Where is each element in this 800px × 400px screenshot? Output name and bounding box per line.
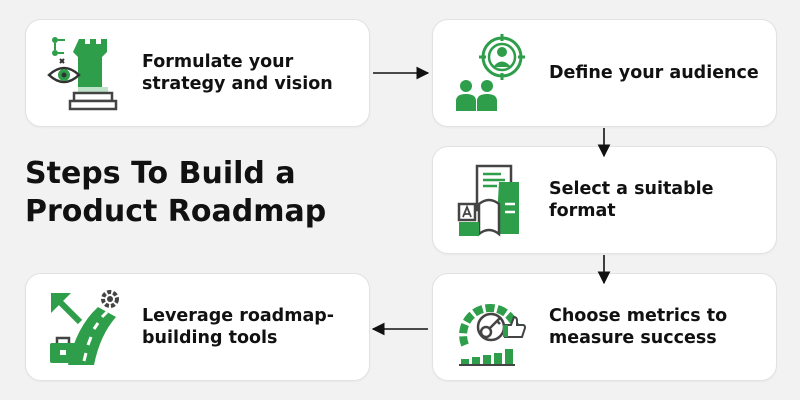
step-label-line: Define your audience	[549, 63, 759, 83]
step-label-metrics: Choose metrics to measure success	[549, 305, 764, 349]
step-card-strategy: Formulate your strategy and vision	[25, 19, 370, 127]
step-label-tools: Leverage roadmap- building tools	[142, 305, 357, 349]
chess-rook-eye-icon	[47, 37, 118, 111]
audience-target-icon	[456, 34, 525, 111]
step-card-tools: Leverage roadmap- building tools	[25, 273, 370, 381]
road-toolbox-icon	[50, 290, 119, 365]
document-format-icon	[457, 164, 519, 237]
metrics-gauge-icon	[459, 304, 527, 366]
step-label-line: Choose metrics to	[549, 306, 728, 326]
step-label-line: Select a suitable	[549, 179, 714, 199]
step-label-format: Select a suitable format	[549, 178, 764, 222]
step-label-line: measure success	[549, 328, 717, 348]
step-label-audience: Define your audience	[549, 62, 764, 84]
step-label-line: strategy and vision	[142, 74, 333, 94]
step-label-strategy: Formulate your strategy and vision	[142, 51, 357, 95]
step-label-line: Leverage roadmap-	[142, 306, 335, 326]
step-card-metrics: Choose metrics to measure success	[432, 273, 777, 381]
step-label-line: format	[549, 201, 616, 221]
diagram-title: Steps To Build a Product Roadmap	[25, 156, 327, 229]
step-label-line: building tools	[142, 328, 278, 348]
step-card-format: Select a suitable format	[432, 146, 777, 254]
step-card-audience: Define your audience	[432, 19, 777, 127]
step-label-line: Formulate your	[142, 52, 294, 72]
